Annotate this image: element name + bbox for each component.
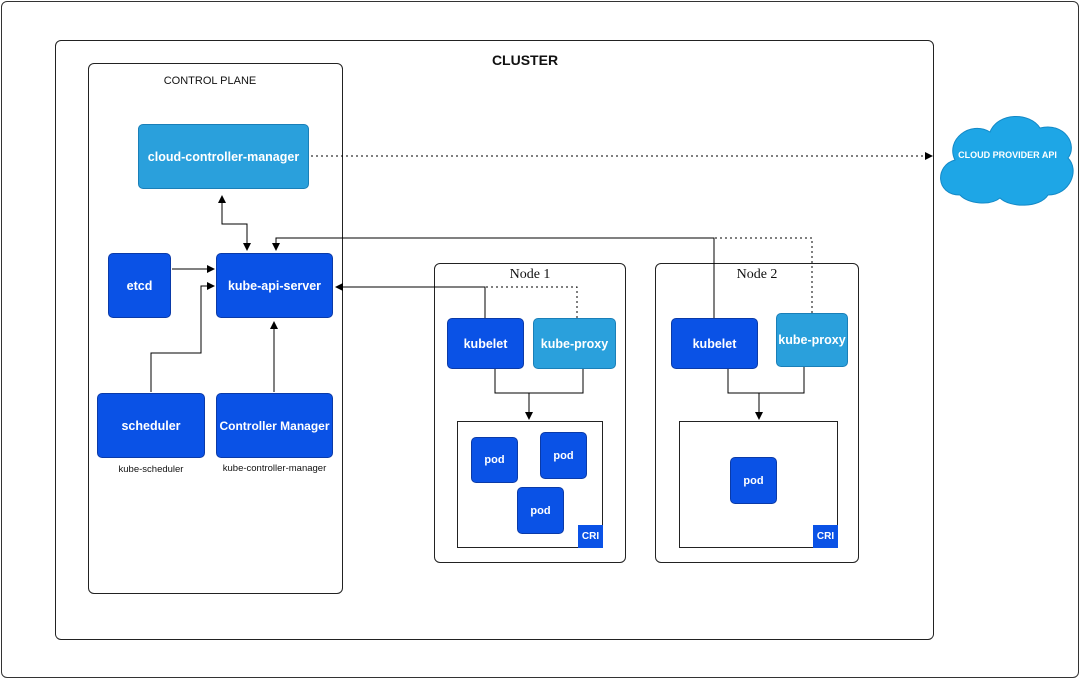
node2-title: Node 2	[736, 267, 778, 282]
scheduler-caption: kube-scheduler	[118, 464, 184, 475]
node2-pods-connector	[727, 367, 805, 419]
node1-pods-connector	[494, 369, 584, 419]
scheduler-api-connector	[150, 282, 215, 392]
cloud-provider-api-label: CLOUD PROVIDER API	[958, 150, 1057, 160]
controller-manager-box[interactable]: Controller Manager	[216, 393, 333, 458]
cloud-shape	[940, 115, 1074, 206]
node2-pod-1[interactable]: pod	[730, 457, 777, 504]
node1-kubelet-api-connector	[335, 283, 486, 318]
node2-kube-proxy-box[interactable]: kube-proxy	[776, 313, 848, 367]
node1-cri-badge: CRI	[578, 525, 603, 548]
node2-kubelet-box[interactable]: kubelet	[671, 318, 758, 369]
node1-title: Node 1	[509, 267, 551, 282]
cloud-controller-manager-box[interactable]: cloud-controller-manager	[138, 124, 309, 189]
node1-kubelet-box[interactable]: kubelet	[447, 318, 524, 369]
cluster-frame	[55, 40, 934, 640]
node1-pod-1[interactable]: pod	[471, 437, 518, 483]
node2-kubelet-api-connector	[272, 237, 715, 318]
cluster-title: CLUSTER	[491, 52, 559, 68]
controller-manager-caption: kube-controller-manager	[222, 463, 327, 474]
kube-api-server-box[interactable]: kube-api-server	[216, 253, 333, 318]
node1-pod-3[interactable]: pod	[517, 487, 564, 534]
node1-proxy-connector	[485, 286, 578, 318]
node1-kube-proxy-box[interactable]: kube-proxy	[533, 318, 616, 369]
control-plane-frame	[88, 63, 343, 594]
node1-frame	[434, 263, 626, 563]
ccm-api-connector	[218, 195, 251, 251]
scheduler-box[interactable]: scheduler	[97, 393, 205, 458]
node2-cri-badge: CRI	[813, 525, 838, 548]
node1-pod-2[interactable]: pod	[540, 432, 587, 479]
control-plane-title: CONTROL PLANE	[163, 75, 257, 87]
etcd-box[interactable]: etcd	[108, 253, 171, 318]
node2-frame	[655, 263, 859, 563]
node2-proxy-connector	[714, 237, 813, 313]
